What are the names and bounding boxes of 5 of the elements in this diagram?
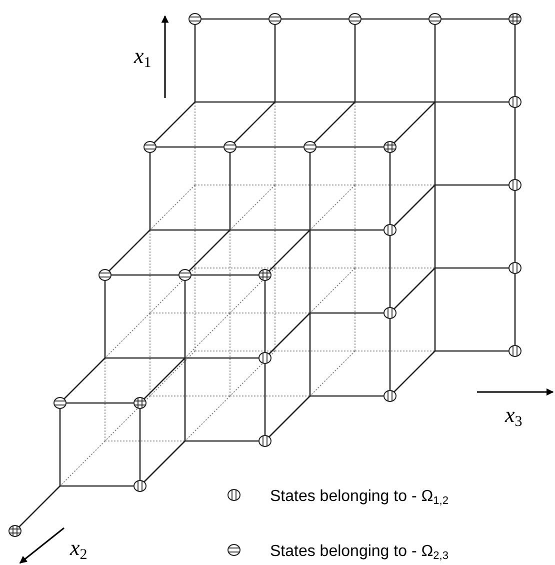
axis-label: x$_{3}$ <box>505 403 522 427</box>
axis-label: x$_{1}$ <box>134 44 152 68</box>
legend-label: States belonging to - Ω$_{1,2}$ <box>270 487 448 507</box>
axis-label: x$_{2}$ <box>70 536 88 560</box>
legend-label: States belonging to - Ω$_{2,3}$ <box>270 542 448 562</box>
